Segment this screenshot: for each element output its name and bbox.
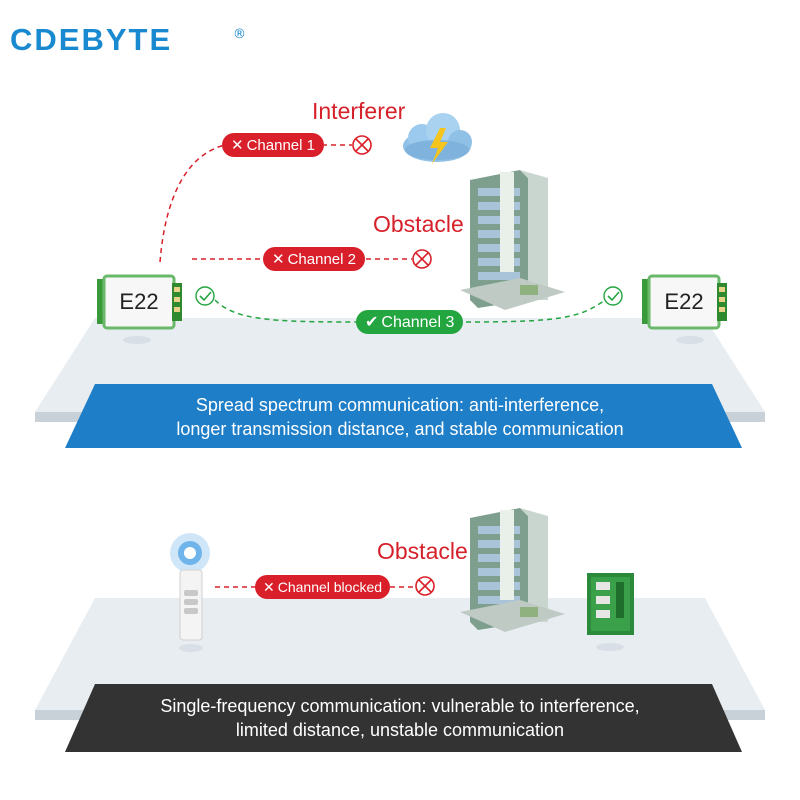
left-module-label: E22 bbox=[119, 289, 159, 314]
brand-logo: CDEBYTE bbox=[10, 22, 173, 57]
channel1-pill: ✕Channel 1 bbox=[222, 133, 324, 157]
bottom-banner-line2: limited distance, unstable communication bbox=[235, 720, 565, 740]
close-icon: ✕ bbox=[263, 580, 275, 596]
obstacle-label-bottom: Obstacle bbox=[377, 538, 468, 564]
bottom-banner-text: Single-frequency communication: vulnerab… bbox=[0, 694, 800, 742]
top-banner bbox=[65, 384, 742, 448]
circuit-board-icon bbox=[587, 573, 634, 651]
channel1-path bbox=[159, 144, 226, 263]
channel3-pill: ✔Channel 3 bbox=[356, 310, 464, 334]
check-circle-icon bbox=[603, 286, 623, 306]
bottom-banner bbox=[65, 684, 742, 752]
building-icon bbox=[460, 170, 565, 310]
storm-cloud-icon bbox=[403, 113, 472, 164]
building-icon bbox=[460, 508, 565, 632]
channel3-path-right bbox=[465, 299, 606, 323]
remote-control-icon bbox=[170, 533, 210, 652]
top-banner-line2: longer transmission distance, and stable… bbox=[176, 419, 624, 439]
bottom-banner-line1: Single-frequency communication: vulnerab… bbox=[160, 696, 640, 716]
close-icon: ✕ bbox=[231, 136, 244, 154]
check-icon: ✔ bbox=[365, 312, 379, 331]
e22-module-left bbox=[97, 274, 182, 344]
close-icon: ✕ bbox=[272, 250, 285, 268]
channel-blocked-pill: ✕Channel blocked bbox=[255, 575, 391, 599]
x-circle-icon bbox=[352, 135, 372, 155]
right-module-label: E22 bbox=[664, 289, 704, 314]
x-circle-icon bbox=[412, 249, 432, 269]
interferer-label: Interferer bbox=[312, 98, 406, 124]
registered-mark: ® bbox=[233, 27, 246, 42]
obstacle-label-top: Obstacle bbox=[373, 211, 464, 237]
e22-module-right bbox=[642, 274, 727, 344]
channel3-path-left bbox=[214, 299, 359, 323]
check-circle-icon bbox=[195, 286, 215, 306]
x-circle-icon bbox=[415, 576, 435, 596]
top-banner-line1: Spread spectrum communication: anti-inte… bbox=[195, 395, 605, 415]
top-banner-text: Spread spectrum communication: anti-inte… bbox=[0, 393, 800, 441]
channel2-pill: ✕Channel 2 bbox=[263, 247, 365, 271]
